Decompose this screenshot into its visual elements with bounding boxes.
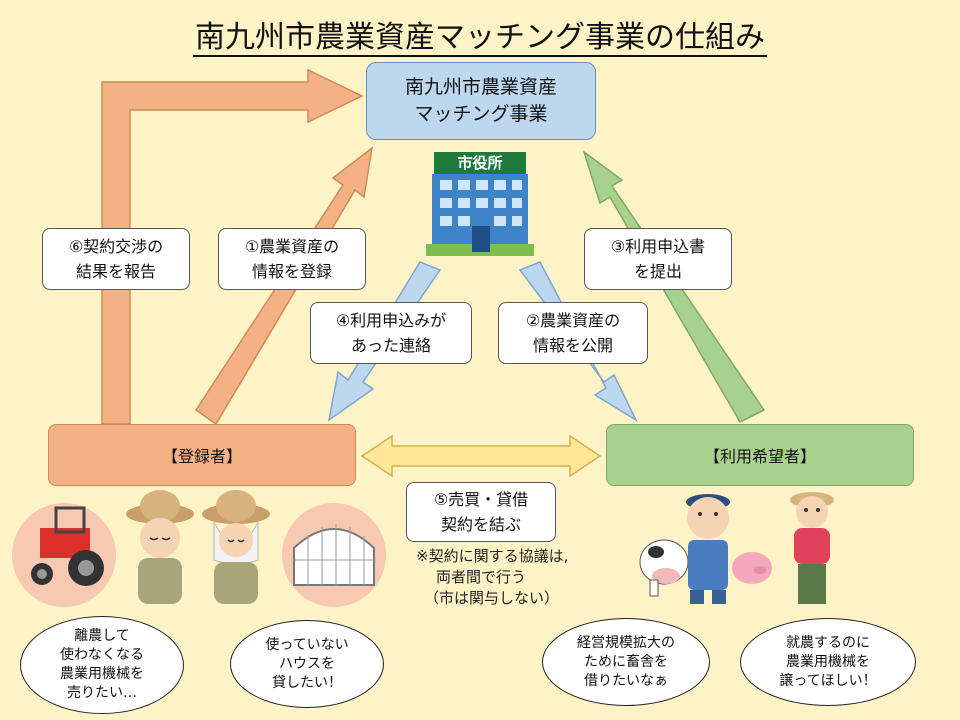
pig-icon (732, 552, 772, 584)
cow-icon (639, 539, 689, 597)
page-title-text: 南九州市農業資産マッチング事業の仕組み (193, 20, 767, 57)
city-hall-sign: 市役所 (457, 154, 503, 172)
step1-line1: ①農業資産の (244, 237, 340, 256)
step1-label: ①農業資産の 情報を登録 (218, 228, 366, 290)
bubble2-line2: ハウスを (279, 655, 335, 672)
farmer-icon (790, 492, 834, 604)
step6-line2: 結果を報告 (75, 262, 156, 281)
registrant-box: 【登録者】 (48, 424, 356, 486)
hub-line2: マッチング事業 (414, 103, 548, 125)
bubble2-line3: 貸したい！ (272, 674, 342, 691)
bubble1-line4: 売りたい… (67, 685, 137, 701)
tractor-icon (12, 503, 116, 607)
note-line3: （市は関与しない） (424, 589, 560, 607)
step6-line1: ⑥契約交渉の (68, 237, 164, 256)
applicant-box: 【利用希望者】 (606, 424, 914, 486)
bubble3-line3: 借りたいなぁ (584, 672, 668, 689)
step5-label: ⑤売買・貸借 契約を結ぶ (406, 482, 556, 542)
note-line1: ※契約に関する協議は, (416, 547, 569, 565)
farmer-icon (202, 490, 270, 604)
bubble3-line2: ために畜舎を (584, 653, 668, 670)
bubble4-line3: 譲ってほしい！ (779, 672, 877, 689)
step2-label: ②農業資産の 情報を公開 (498, 302, 648, 364)
step2-line2: 情報を公開 (532, 336, 613, 355)
step4-line1: ④利用申込みが (335, 311, 447, 330)
bubble4-line2: 農業用機械を (786, 653, 870, 670)
bubble4-line1: 就農するのに (786, 634, 870, 651)
hub-line1: 南九州市農業資産 (404, 76, 557, 98)
speech-bubble-rent-barn: 経営規模拡大の ために畜舎を 借りたいなぁ (542, 618, 710, 706)
step5-line1: ⑤売買・貸借 (433, 490, 529, 509)
speech-bubble-sell-machinery: 離農して 使わなくなる 農業用機械を 売りたい… (20, 616, 184, 714)
bubble1-line3: 農業用機械を (60, 666, 144, 682)
agreement-note: ※契約に関する協議は, 両者間で行う （市は関与しない） (416, 546, 568, 609)
step3-label: ③利用申込書 を提出 (584, 228, 732, 290)
step1-line2: 情報を登録 (251, 262, 332, 281)
hub-box: 南九州市農業資産 マッチング事業 (366, 62, 596, 140)
speech-bubble-lend-greenhouse: 使っていない ハウスを 貸したい！ (230, 620, 384, 708)
step4-line2: あった連絡 (350, 336, 431, 355)
step6-label: ⑥契約交渉の 結果を報告 (42, 228, 190, 290)
step2-line1: ②農業資産の (525, 311, 621, 330)
step3-line2: を提出 (633, 262, 682, 281)
step3-line1: ③利用申込書 (610, 237, 706, 256)
farmer-icon (126, 490, 194, 604)
note-line2: 両者間で行う (436, 568, 527, 586)
bubble1-line2: 使わなくなる (60, 647, 144, 663)
bubble1-line1: 離農して (74, 628, 130, 644)
farmer-icon (686, 494, 730, 604)
greenhouse-icon (282, 503, 386, 607)
step5-line2: 契約を結ぶ (440, 515, 521, 534)
city-hall-icon (426, 152, 534, 256)
speech-bubble-get-machinery: 就農するのに 農業用機械を 譲ってほしい！ (740, 618, 916, 706)
arrow-step5 (360, 434, 602, 478)
step4-label: ④利用申込みが あった連絡 (310, 302, 472, 364)
bubble2-line1: 使っていない (265, 636, 349, 653)
bubble3-line1: 経営規模拡大の (577, 634, 675, 651)
page-title: 南九州市農業資産マッチング事業の仕組み (0, 12, 960, 57)
